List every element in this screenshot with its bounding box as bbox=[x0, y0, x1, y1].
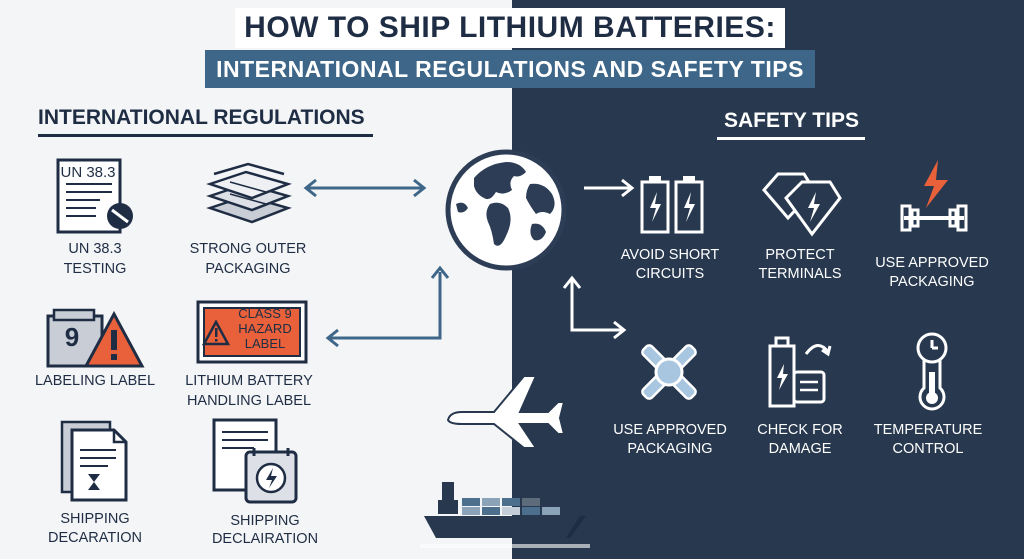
safety-heading-text: SAFETY TIPS bbox=[724, 109, 859, 132]
crossed-cells-icon bbox=[632, 336, 706, 408]
safety-heading-underline bbox=[717, 137, 865, 140]
arrow-globe-to-tips bbox=[582, 176, 638, 200]
battery-document-icon bbox=[210, 416, 302, 506]
hazard-icon-text1: CLASS 9 bbox=[238, 306, 292, 321]
un383-label-line2: TESTING bbox=[63, 261, 127, 277]
handling-label-line1: LITHIUM BATTERY bbox=[185, 373, 313, 389]
approved-packaging-2-label-line1: USE APPROVED bbox=[613, 422, 727, 438]
arrow-left-to-globe bbox=[300, 176, 430, 200]
stacked-packaging-icon bbox=[200, 160, 296, 230]
regulations-heading: INTERNATIONAL REGULATIONS bbox=[38, 106, 373, 137]
decaration-label-line2: DECARATION bbox=[48, 530, 142, 546]
packaging-label-line2: PACKAGING bbox=[205, 261, 291, 277]
declairation-label: SHIPPING DECLAIRATION bbox=[211, 513, 319, 547]
short-circuits-label-line2: CIRCUITS bbox=[635, 266, 705, 282]
temperature-label-line2: CONTROL bbox=[892, 441, 964, 457]
cargo-ship-icon bbox=[420, 470, 590, 552]
hazard-icon-text3: LABEL bbox=[244, 336, 286, 351]
approved-packaging-2-label-line2: PACKAGING bbox=[627, 441, 713, 457]
temperature-label-line1: TEMPERATURE bbox=[873, 422, 983, 438]
damage-label-line1: CHECK FOR bbox=[757, 422, 843, 438]
handling-label-line2: HANDLING LABEL bbox=[186, 393, 312, 409]
terminals-label-line2: TERMINALS bbox=[758, 266, 842, 282]
class9-warning-icon bbox=[44, 306, 146, 372]
thermometer-icon bbox=[904, 330, 960, 414]
approved-packaging-label-line2: PACKAGING bbox=[889, 274, 975, 290]
hazard-label-icon bbox=[196, 300, 308, 364]
decaration-label-line1: SHIPPING bbox=[60, 511, 130, 527]
terminals-label-line1: PROTECT bbox=[765, 247, 835, 263]
right-panel bbox=[512, 0, 1024, 559]
short-circuits-label-line1: AVOID SHORT bbox=[620, 247, 720, 263]
arrow-globe-to-lower-tips bbox=[560, 272, 630, 340]
title-banner: HOW TO SHIP LITHIUM BATTERIES: INTERNATI… bbox=[205, 8, 815, 88]
batteries-icon bbox=[638, 172, 706, 236]
globe-icon bbox=[434, 148, 578, 272]
page-title: HOW TO SHIP LITHIUM BATTERIES: bbox=[235, 8, 785, 48]
un383-label-line1: UN 38.3 bbox=[68, 241, 122, 257]
page-subtitle: INTERNATIONAL REGULATIONS AND SAFETY TIP… bbox=[205, 50, 815, 88]
airplane-icon bbox=[440, 362, 570, 454]
terminal-shield-icon bbox=[758, 168, 844, 240]
class9-icon-text: 9 bbox=[64, 322, 80, 352]
hazard-icon-text2: HAZARD bbox=[238, 321, 292, 336]
un383-icon-text: UN 38.3 bbox=[60, 164, 116, 181]
battery-inspect-icon bbox=[764, 332, 834, 412]
hourglass-document-icon bbox=[58, 418, 134, 504]
regulations-heading-underline bbox=[38, 134, 373, 137]
regulations-heading-text: INTERNATIONAL REGULATIONS bbox=[38, 106, 365, 129]
arrow-globe-to-label bbox=[322, 262, 452, 352]
approved-packaging-label-line1: USE APPROVED bbox=[875, 255, 989, 271]
packaging-label-line1: STRONG OUTER bbox=[189, 241, 307, 257]
lightning-barbell-icon bbox=[894, 158, 974, 234]
damage-label-line2: DAMAGE bbox=[768, 441, 832, 457]
labeling-label: LABELING LABEL bbox=[34, 373, 156, 389]
un383-document-icon bbox=[56, 158, 138, 234]
safety-heading: SAFETY TIPS bbox=[717, 109, 865, 140]
